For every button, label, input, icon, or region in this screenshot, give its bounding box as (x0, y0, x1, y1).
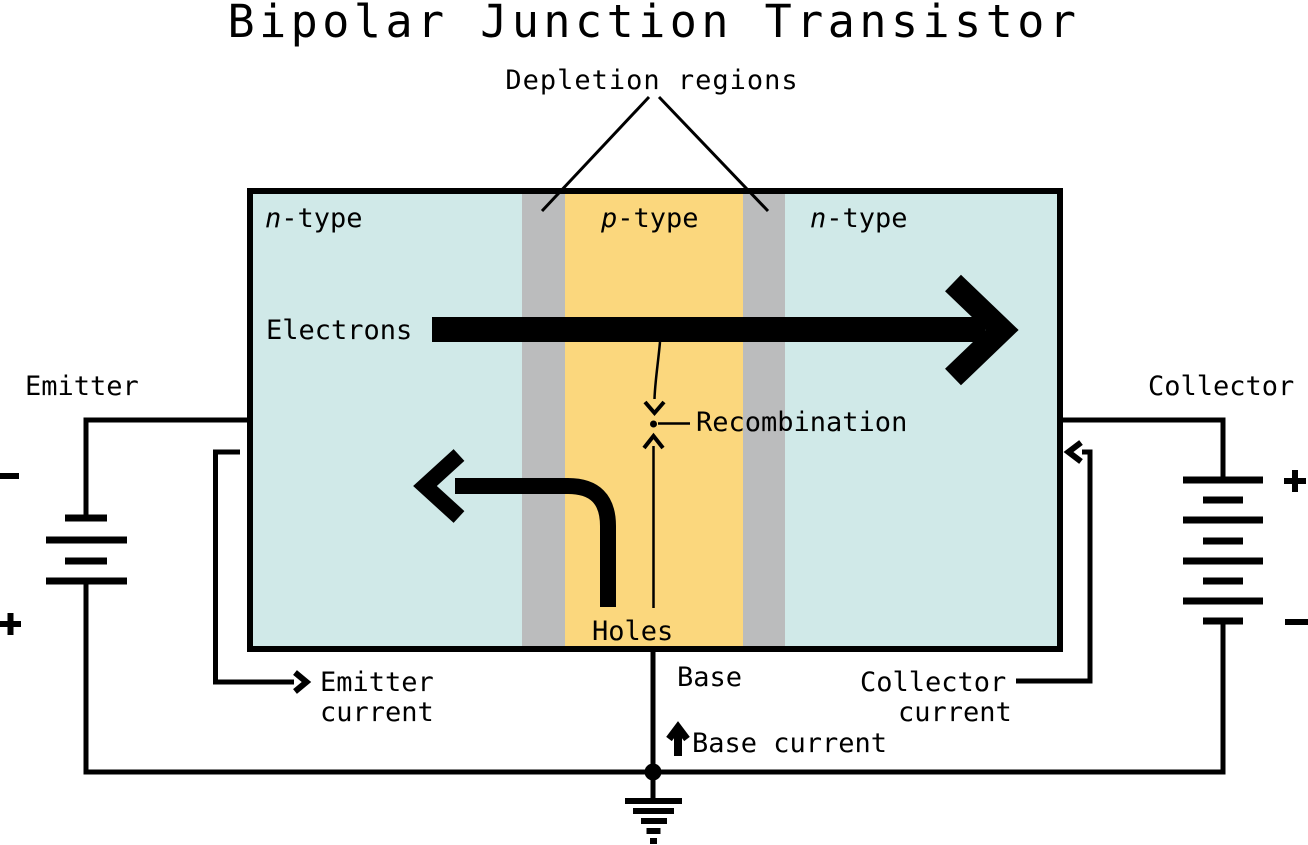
diagram-title: Bipolar Junction Transistor (228, 0, 1081, 48)
n-type-emitter-label-suffix: -type (281, 203, 362, 234)
electrons-label: Electrons (266, 315, 412, 346)
n-type-emitter-label: n-type (265, 203, 363, 234)
p-type-base-label-prefix: p (600, 203, 617, 234)
emitter-terminal-label: Emitter (25, 371, 139, 402)
collector-current-label-line1: Collector (860, 667, 1006, 698)
depletion-region-left (522, 188, 565, 652)
emitter-current-label-line2: current (320, 697, 434, 728)
emitter-current-annotation: Emitter current (213, 449, 434, 728)
emitter-circuit: Emitter (0, 371, 250, 772)
p-type-base-label-suffix: -type (617, 203, 698, 234)
recombination-annotation: Recombination (642, 341, 907, 608)
depletion-regions-label: Depletion regions (505, 65, 798, 96)
emitter-current-arrowhead (293, 670, 312, 694)
ground-symbol (625, 772, 682, 844)
n-type-emitter-label-prefix: n (265, 203, 281, 234)
recombination-point (650, 420, 657, 428)
collector-circuit: Collector (1060, 371, 1308, 772)
base-circuit: Base Base current (83, 650, 1226, 844)
emitter-current-label-line1: Emitter (320, 667, 434, 698)
collector-battery-plus-sign (1284, 470, 1306, 492)
electron-flow: Electrons (266, 274, 1019, 386)
collector-current-annotation: Collector current (860, 440, 1093, 728)
depletion-pointer-line-left (540, 95, 651, 213)
base-current-label: Base current (692, 728, 887, 759)
hole-arrow-head (413, 449, 465, 523)
emitter-wire-top (83, 417, 250, 516)
collector-current-arrowhead (1063, 440, 1083, 464)
collector-current-label-line2: current (898, 697, 1012, 728)
depletion-region-right (743, 188, 785, 652)
n-type-collector-label-suffix: -type (826, 203, 907, 234)
recombination-label: Recombination (696, 407, 907, 438)
hole-flow: Holes (413, 449, 673, 647)
base-terminal-label: Base (677, 662, 742, 693)
holes-label: Holes (592, 616, 673, 647)
electron-arrow-shaft (432, 317, 985, 342)
recombination-down-arrowhead (643, 400, 666, 417)
collector-current-wire (1016, 449, 1093, 684)
n-type-collector-label: n-type (810, 203, 908, 234)
emitter-current-wire (213, 449, 294, 685)
collector-terminal-label: Collector (1148, 371, 1294, 402)
base-current-arrow-head (666, 721, 690, 742)
depletion-pointer-line-right (657, 95, 770, 213)
electron-to-recombination-curve (653, 341, 662, 400)
emitter-battery-plus-sign (0, 613, 21, 635)
collector-wire-top (1060, 417, 1226, 477)
depletion-annotation: Depletion regions (505, 65, 798, 213)
n-type-collector-label-prefix: n (810, 203, 826, 234)
p-type-base-label: p-type (600, 203, 699, 234)
hole-arrow-shaft (455, 478, 616, 607)
electron-arrow-head (945, 274, 1019, 386)
base-current-arrow (666, 721, 690, 756)
recombination-up-arrowhead (642, 432, 665, 450)
device-body: n-type p-type n-type (247, 188, 1063, 652)
